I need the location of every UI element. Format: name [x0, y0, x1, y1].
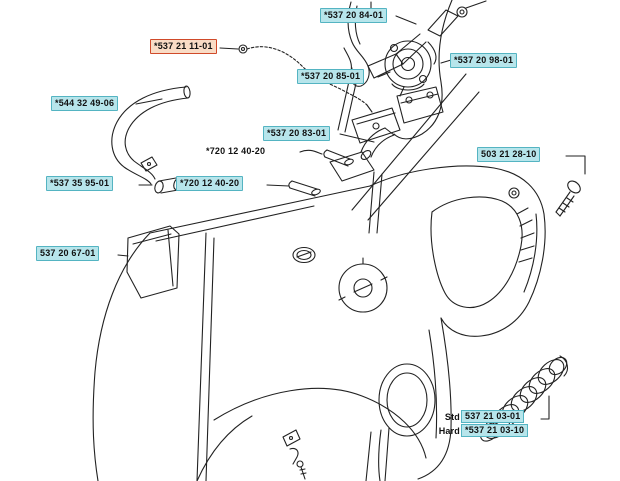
- pin-720-upper: [323, 149, 354, 167]
- rear-handle: [369, 165, 546, 480]
- part-label-537-20-67-01[interactable]: 537 20 67-01: [36, 246, 100, 261]
- part-label-537-21-03-10-hard[interactable]: *537 21 03-10: [461, 424, 529, 437]
- fuel-hose: [111, 85, 191, 185]
- part-label-537-35-95-01[interactable]: *537 35 95-01: [46, 176, 114, 191]
- part-label-537-21-03-01-std[interactable]: 537 21 03-01: [461, 410, 525, 423]
- cable-grommet: [384, 40, 437, 97]
- pin-720-lower: [288, 180, 321, 197]
- air-deflector-plate: [126, 225, 180, 299]
- variant-row-hard: Hard *537 21 03-10: [436, 424, 529, 437]
- part-label-537-21-11-01-selected[interactable]: *537 21 11-01: [150, 39, 217, 54]
- part-label-720-12-40-20-plain: *720 12 40-20: [206, 146, 266, 156]
- variant-prefix-std: Std: [444, 411, 460, 422]
- throttle-cable: [238, 44, 373, 113]
- part-label-537-20-98-01[interactable]: *537 20 98-01: [450, 53, 518, 68]
- part-label-537-20-84-01[interactable]: *537 20 84-01: [320, 8, 388, 23]
- part-label-503-21-28-10[interactable]: 503 21 28-10: [477, 147, 541, 162]
- variant-row-std: Std 537 21 03-01: [436, 410, 528, 423]
- part-label-544-32-49-06[interactable]: *544 32 49-06: [51, 96, 119, 111]
- part-label-537-20-85-01[interactable]: *537 20 85-01: [297, 69, 365, 84]
- fuel-tank-body: [92, 67, 436, 481]
- variant-prefix-hard: Hard: [438, 425, 460, 436]
- part-label-537-20-83-01[interactable]: *537 20 83-01: [263, 126, 331, 141]
- carb-plates: [351, 86, 444, 144]
- elbow-fitting: [360, 127, 395, 160]
- leader-lines: [117, 15, 586, 420]
- handle-variant-labels: Std 537 21 03-01 Hard *537 21 03-10: [436, 410, 529, 438]
- handle-screw: [555, 180, 581, 217]
- part-label-720-12-40-20-highlighted[interactable]: *720 12 40-20: [176, 176, 244, 191]
